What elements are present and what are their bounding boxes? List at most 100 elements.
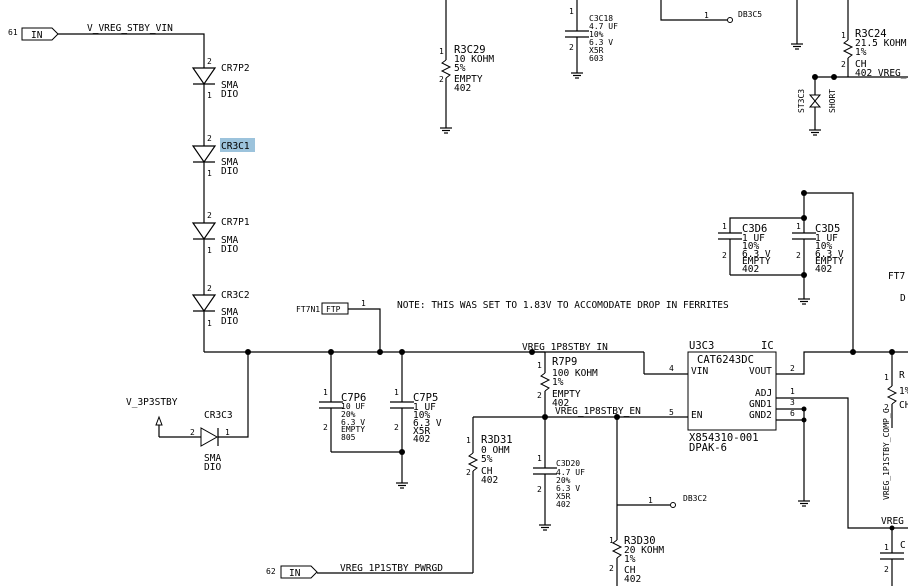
svg-text:5: 5 <box>669 408 674 417</box>
svg-text:1: 1 <box>569 7 574 16</box>
svg-text:SMA: SMA <box>221 307 238 318</box>
svg-text:2: 2 <box>884 403 889 412</box>
resistor-r7p9: 1 2 R7P9 100 KOHM 1% EMPTY 402 <box>537 352 598 414</box>
ic-partnumber: X854310-001 <box>689 432 759 444</box>
svg-text:1: 1 <box>207 169 212 178</box>
diode-ref: CR3C2 <box>221 290 250 301</box>
svg-text:DIO: DIO <box>204 462 221 473</box>
partial-capacitor-right: 1 2 C <box>879 528 906 586</box>
svg-text:EMPTY: EMPTY <box>815 256 844 267</box>
svg-text:X5R: X5R <box>413 426 430 437</box>
diode-ref: CR3C3 <box>204 410 233 421</box>
svg-text:1: 1 <box>207 319 212 328</box>
diode-cr3c3: 2 1 CR3C3 SMA DIO <box>190 410 233 473</box>
resistor-ref: R3C29 <box>454 44 486 56</box>
svg-text:2: 2 <box>439 75 444 84</box>
diode-cr3c1[interactable]: 2 CR3C1 SMA DIO 1 <box>192 134 255 178</box>
resistor-r3c29: 1 2 R3C29 10 KOHM 5% EMPTY 402 <box>439 0 494 122</box>
svg-text:1: 1 <box>439 47 444 56</box>
svg-text:0 OHM: 0 OHM <box>481 445 510 456</box>
svg-text:2: 2 <box>207 134 212 143</box>
svg-text:402: 402 <box>413 434 430 445</box>
input-port-61: 61 IN <box>8 27 59 41</box>
svg-text:2: 2 <box>466 468 471 477</box>
net-label-v-vreg-stby-vin: V_VREG_STBY_VIN <box>87 23 173 34</box>
svg-text:1%: 1% <box>552 377 564 388</box>
svg-text:1: 1 <box>884 373 889 382</box>
cap-ref: C3D5 <box>815 223 840 235</box>
svg-text:VOUT: VOUT <box>749 366 772 377</box>
svg-text:1: 1 <box>609 536 614 545</box>
svg-text:1: 1 <box>537 361 542 370</box>
wire-vin <box>58 33 205 68</box>
svg-text:1%: 1% <box>624 554 636 565</box>
svg-text:SMA: SMA <box>221 157 238 168</box>
svg-text:1: 1 <box>394 388 399 397</box>
svg-text:2: 2 <box>537 485 542 494</box>
svg-text:ADJ: ADJ <box>755 388 772 399</box>
svg-text:10%: 10% <box>589 30 604 39</box>
ic-part: CAT6243DC <box>697 354 754 366</box>
svg-text:1: 1 <box>722 222 727 231</box>
net-label-vreg-right: VREG <box>881 516 904 527</box>
input-port-62: 62 IN <box>266 565 318 579</box>
svg-text:5%: 5% <box>481 454 493 465</box>
partial-label-d: D <box>900 293 906 304</box>
svg-text:GND2: GND2 <box>749 410 772 421</box>
svg-text:21.5 KOHM: 21.5 KOHM <box>855 38 907 49</box>
diode-cr3c2: 2 CR3C2 SMA DIO 1 <box>192 284 250 328</box>
diode-cr7p2: 2 CR7P2 SMA DIO 1 <box>192 57 250 100</box>
svg-text:ST3C3: ST3C3 <box>797 89 806 113</box>
capacitor-c3d5: 1 2 C3D5 1 UF 10% 6.3 V EMPTY 402 <box>791 218 844 293</box>
cap-ref: C7P5 <box>413 392 438 404</box>
short-st3c3: ST3C3 SHORT <box>797 77 837 124</box>
svg-text:DB3C2: DB3C2 <box>683 494 707 503</box>
svg-text:5%: 5% <box>454 63 466 74</box>
svg-text:2: 2 <box>884 565 889 574</box>
diode-ref: CR7P1 <box>221 217 250 228</box>
diode-ref: CR3C1 <box>221 141 250 152</box>
resistor-ref: R3C24 <box>855 28 887 40</box>
net-label-comp-vertical: VREG_1P1STBY_COMP_C <box>882 408 891 500</box>
svg-text:EN: EN <box>691 410 703 421</box>
svg-text:10%: 10% <box>413 410 430 421</box>
capacitor-c3d20: 1 2 C3D20 4.7 UF 20% 6.3 V X5R 402 <box>532 417 585 519</box>
svg-text:VIN: VIN <box>691 366 708 377</box>
cap-ref: C3D6 <box>742 223 767 235</box>
svg-text:2: 2 <box>609 564 614 573</box>
svg-text:1: 1 <box>648 496 653 505</box>
svg-text:1 UF: 1 UF <box>413 402 436 413</box>
svg-text:805: 805 <box>341 433 356 442</box>
svg-text:EMPTY: EMPTY <box>341 425 365 434</box>
svg-text:CH: CH <box>624 565 636 576</box>
svg-text:2: 2 <box>841 60 846 69</box>
svg-text:DIO: DIO <box>221 89 238 100</box>
svg-text:CH: CH <box>481 466 493 477</box>
svg-text:2: 2 <box>207 211 212 220</box>
cap-ref: C3C18 <box>589 14 613 23</box>
svg-text:1: 1 <box>841 31 846 40</box>
svg-text:6: 6 <box>790 409 795 418</box>
svg-text:1 UF: 1 UF <box>742 233 765 244</box>
partial-label-ft7: FT7 <box>888 271 905 282</box>
svg-text:402: 402 <box>552 398 569 409</box>
svg-text:IC: IC <box>761 340 774 352</box>
svg-text:1: 1 <box>466 436 471 445</box>
svg-text:DIO: DIO <box>221 166 238 177</box>
diode-ref: CR7P2 <box>221 63 250 74</box>
svg-text:1: 1 <box>207 246 212 255</box>
svg-text:R: R <box>899 370 905 381</box>
svg-text:1: 1 <box>323 388 328 397</box>
resistor-ref: R3D30 <box>624 535 656 547</box>
svg-text:1: 1 <box>207 91 212 100</box>
svg-text:1%: 1% <box>899 386 908 397</box>
svg-text:1: 1 <box>361 299 366 308</box>
test-point-ft7n1: FT7N1 FTP 1 <box>296 299 366 315</box>
svg-text:2: 2 <box>394 423 399 432</box>
svg-text:EMPTY: EMPTY <box>552 389 581 400</box>
resistor-r3d31: 1 2 R3D31 0 OHM 5% CH 402 <box>466 417 513 573</box>
svg-text:6.3 V: 6.3 V <box>815 249 844 260</box>
svg-text:DIO: DIO <box>221 244 238 255</box>
svg-text:20 KOHM: 20 KOHM <box>624 545 664 556</box>
